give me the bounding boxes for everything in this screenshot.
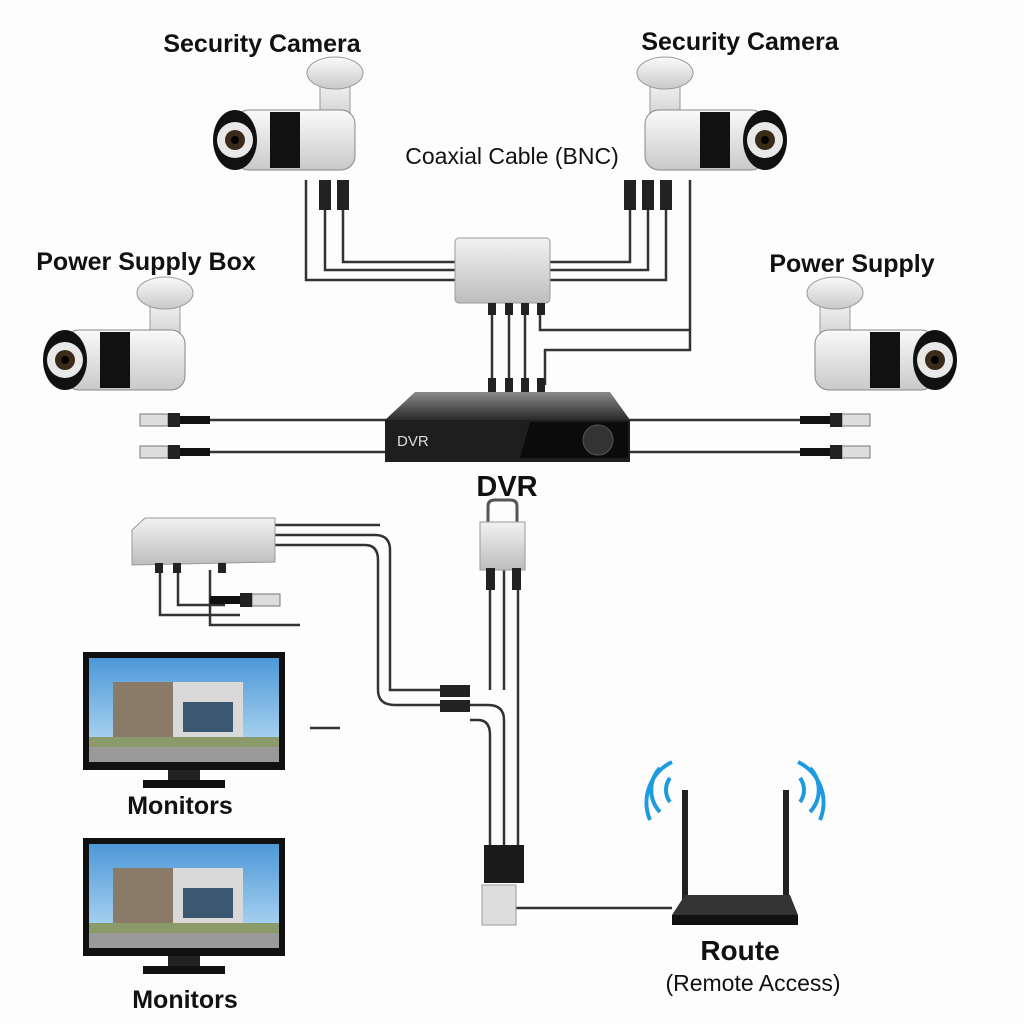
- wifi-icon: [644, 760, 826, 821]
- label-monitors-2: Monitors: [132, 986, 238, 1014]
- router: [644, 760, 826, 925]
- security-camera-top-right: [636, 56, 788, 171]
- bnc-connectors: [139, 180, 871, 608]
- security-camera-top-left: [212, 56, 364, 171]
- label-security-camera-left: Security Camera: [163, 30, 361, 58]
- label-power-supply: Power Supply: [769, 250, 935, 278]
- power-supply-box: [131, 517, 276, 573]
- label-security-camera-right: Security Camera: [641, 28, 839, 56]
- dvr-device: DVR: [385, 392, 630, 462]
- coax-junction-box: [454, 237, 551, 392]
- security-camera-right: [806, 276, 958, 391]
- label-monitors-1: Monitors: [127, 792, 233, 820]
- label-power-supply-box: Power Supply Box: [36, 248, 256, 276]
- security-camera-left: [42, 276, 194, 391]
- power-splitter: [440, 498, 526, 926]
- dvr-face-label: DVR: [397, 433, 429, 450]
- label-remote-access: (Remote Access): [665, 970, 841, 996]
- monitor-2: [83, 838, 285, 974]
- label-router: Route: [700, 935, 780, 966]
- label-dvr: DVR: [476, 471, 538, 503]
- monitor-1: [83, 652, 285, 788]
- label-coaxial-cable: Coaxial Cable (BNC): [405, 143, 619, 169]
